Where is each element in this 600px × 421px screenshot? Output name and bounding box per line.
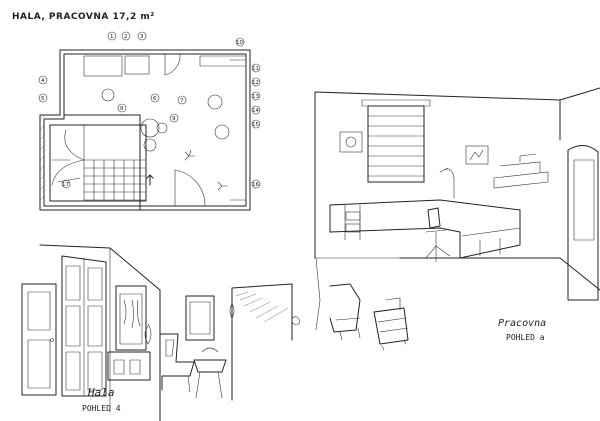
staircase <box>49 124 154 202</box>
pracovna-title: Pracovna <box>498 318 546 329</box>
callout-12: 12 <box>252 80 259 86</box>
pracovna-perspective <box>314 87 600 351</box>
hala-title: Hala <box>87 386 115 399</box>
hala-elevation <box>21 244 301 421</box>
callout-5: 5 <box>41 96 45 102</box>
callout-8: 8 <box>120 106 124 112</box>
pracovna-view-label: POHLED a <box>506 333 545 342</box>
plan-callouts: 1 2 3 4 5 6 7 8 9 10 11 12 13 14 15 16 1… <box>38 31 261 189</box>
callout-15: 15 <box>252 122 259 128</box>
callout-7: 7 <box>180 98 184 104</box>
sheet-title: HALA, PRACOVNA 17,2 m² <box>12 12 155 22</box>
callout-16: 16 <box>252 182 259 188</box>
callout-13: 13 <box>252 94 259 100</box>
callout-10: 10 <box>236 40 243 46</box>
callout-1: 1 <box>110 34 114 40</box>
callout-17: 17 <box>62 182 69 188</box>
callout-6: 6 <box>153 96 157 102</box>
floor-plan: 1 2 3 4 5 6 7 8 9 10 11 12 13 14 15 16 1… <box>38 31 261 211</box>
hala-view-label: POHLED 4 <box>82 404 121 413</box>
callout-4: 4 <box>41 78 45 84</box>
callout-14: 14 <box>252 108 259 114</box>
callout-9: 9 <box>172 116 176 122</box>
callout-2: 2 <box>124 34 128 40</box>
callout-3: 3 <box>140 34 144 40</box>
callout-11: 11 <box>252 66 259 72</box>
